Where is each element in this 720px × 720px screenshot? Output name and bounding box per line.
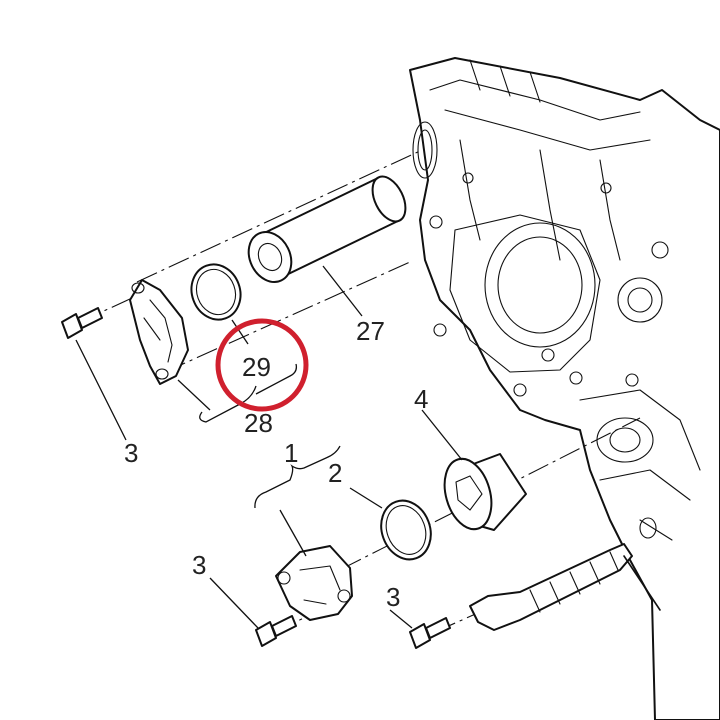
o-ring-2[interactable] [373, 494, 439, 567]
bolt-lower-right[interactable] [409, 617, 451, 649]
callout-3-upper: 3 [124, 438, 138, 468]
oil-strainer[interactable] [469, 543, 661, 631]
oil-filter-cover[interactable] [129, 279, 189, 385]
callout-3-lower-left: 3 [192, 550, 206, 580]
pump-cover[interactable] [275, 545, 353, 621]
o-ring-29[interactable] [184, 257, 248, 326]
leader-lines [75, 265, 463, 629]
bolt-lower-left[interactable] [255, 615, 297, 647]
callout-28: 28 [244, 408, 273, 438]
engine-crankcase [409, 57, 720, 720]
oil-filter-element[interactable] [241, 171, 412, 289]
callout-1: 1 [284, 438, 298, 468]
bolt-upper[interactable] [61, 307, 103, 339]
pump-rotor[interactable] [437, 453, 527, 534]
callout-labels: 27 29 28 3 4 1 2 3 3 [124, 316, 428, 612]
callout-2: 2 [328, 458, 342, 488]
callout-27: 27 [356, 316, 385, 346]
callout-3-lower-right: 3 [386, 582, 400, 612]
callout-4: 4 [414, 384, 428, 414]
callout-29: 29 [242, 352, 271, 382]
highlight-circle [215, 318, 309, 412]
